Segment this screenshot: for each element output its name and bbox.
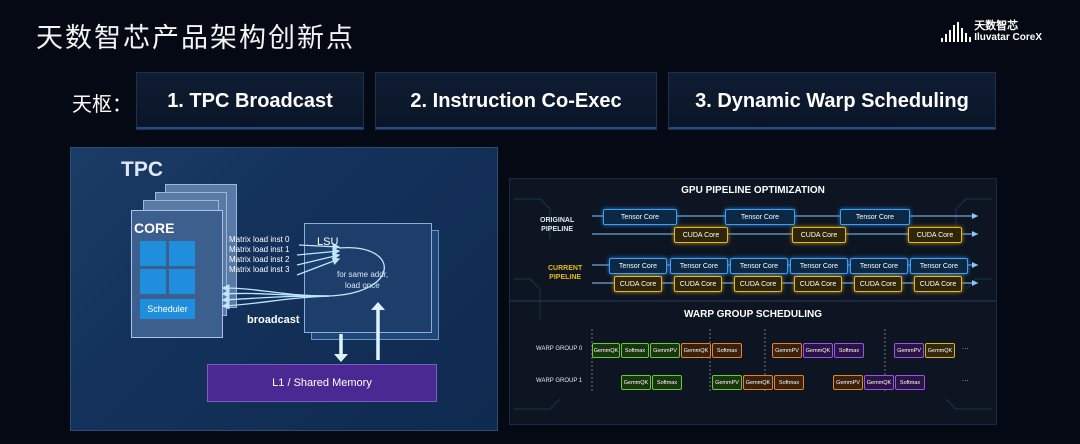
- ellipsis: ...: [962, 342, 969, 351]
- current-label-line1: CURRENT: [548, 265, 583, 272]
- tensor-core-box: Tensor Core: [850, 258, 908, 274]
- original-label-line1: ORIGINAL: [540, 217, 575, 224]
- gemmqk-box: GemmQK: [743, 375, 773, 390]
- gemmqk-box: GemmQK: [681, 343, 711, 358]
- tabs-prefix: 天枢：: [72, 92, 132, 116]
- tab-instruction-co-exec[interactable]: 2. Instruction Co-Exec: [375, 72, 657, 130]
- gemmpv-box: GemmPV: [772, 343, 802, 358]
- gemmpv-box: GemmPV: [833, 375, 863, 390]
- load-note-line1: for same addr,: [337, 270, 389, 279]
- page-title: 天数智芯产品架构创新点: [36, 23, 355, 54]
- logo-cn-text: 天数智芯: [974, 20, 1019, 32]
- gemmqk-box: GemmQK: [803, 343, 833, 358]
- softmax-box: Softmax: [774, 375, 804, 390]
- original-label-line2: PIPELINE: [541, 226, 574, 233]
- tensor-core-box: Tensor Core: [730, 258, 788, 274]
- softmax-box: Softmax: [712, 343, 742, 358]
- current-pipeline-label: CURRENT PIPELINE: [548, 264, 582, 282]
- core-label: CORE: [134, 220, 175, 236]
- tpc-title: TPC: [121, 158, 163, 181]
- softmax-box: Softmax: [621, 343, 649, 358]
- tensor-core-box: Tensor Core: [725, 209, 795, 225]
- tensor-core-box: Tensor Core: [670, 258, 728, 274]
- core-unit: [140, 269, 166, 294]
- cuda-core-box: CUDA Core: [792, 227, 846, 243]
- current-label-line2: PIPELINE: [549, 274, 582, 281]
- pipeline-diagram: GPU PIPELINE OPTIMIZATION ORIGINAL PIPEL…: [509, 178, 997, 425]
- flow-arrows: [221, 242, 385, 362]
- cuda-core-box: CUDA Core: [794, 276, 842, 292]
- cuda-core-box: CUDA Core: [614, 276, 662, 292]
- tensor-core-box: Tensor Core: [609, 258, 667, 274]
- cuda-core-box: CUDA Core: [734, 276, 782, 292]
- cuda-core-box: CUDA Core: [908, 227, 962, 243]
- softmax-box: Softmax: [652, 375, 682, 390]
- warp-group-0-label: WARP GROUP 0: [536, 346, 583, 352]
- core-card: CORE Scheduler: [131, 210, 223, 338]
- load-note-line2: load once: [345, 281, 380, 290]
- tensor-core-box: Tensor Core: [840, 209, 910, 225]
- company-logo: 天数智芯 Iluvatar CoreX: [940, 20, 1042, 44]
- cuda-core-box: CUDA Core: [854, 276, 902, 292]
- gemmpv-box: GemmPV: [894, 343, 924, 358]
- tab-dynamic-warp-scheduling[interactable]: 3. Dynamic Warp Scheduling: [668, 72, 996, 130]
- gemmqk-box: GemmQK: [592, 343, 620, 358]
- gemmqk-box: GemmQK: [621, 375, 651, 390]
- warp-title: WARP GROUP SCHEDULING: [684, 309, 822, 320]
- warp-group-1-label: WARP GROUP 1: [536, 378, 583, 384]
- softmax-box: Softmax: [834, 343, 864, 358]
- tab-tpc-broadcast[interactable]: 1. TPC Broadcast: [136, 72, 364, 130]
- tensor-core-box: Tensor Core: [790, 258, 848, 274]
- shared-memory-block: L1 / Shared Memory: [207, 364, 437, 402]
- pipeline-title: GPU PIPELINE OPTIMIZATION: [681, 185, 825, 196]
- cuda-core-box: CUDA Core: [674, 227, 728, 243]
- logo-mark-icon: [941, 22, 972, 42]
- gemmpv-box: GemmPV: [712, 375, 742, 390]
- cuda-core-box: CUDA Core: [674, 276, 722, 292]
- matrix-load-inst-label: Matrix load inst 3: [229, 265, 290, 274]
- softmax-box: Softmax: [895, 375, 925, 390]
- ellipsis: ...: [962, 374, 969, 383]
- tpc-diagram: TPC CORE Scheduler LSU for same addr, lo…: [70, 147, 498, 431]
- core-unit: [140, 241, 166, 266]
- broadcast-label: broadcast: [247, 314, 300, 326]
- tensor-core-box: Tensor Core: [910, 258, 968, 274]
- matrix-load-inst-label: Matrix load inst 2: [229, 255, 290, 264]
- cuda-core-box: CUDA Core: [914, 276, 962, 292]
- logo-en-text: Iluvatar CoreX: [974, 32, 1042, 43]
- scheduler-box: Scheduler: [140, 299, 195, 319]
- tensor-core-box: Tensor Core: [603, 209, 677, 225]
- gemmpv-box: GemmPV: [650, 343, 680, 358]
- gemmqk-box: GemmQK: [925, 343, 955, 358]
- core-unit: [169, 269, 195, 294]
- core-unit: [169, 241, 195, 266]
- gemmqk-box: GemmQK: [864, 375, 894, 390]
- matrix-load-inst-label: Matrix load inst 1: [229, 245, 290, 254]
- original-pipeline-label: ORIGINAL PIPELINE: [540, 216, 574, 234]
- matrix-load-inst-label: Matrix load inst 0: [229, 235, 290, 244]
